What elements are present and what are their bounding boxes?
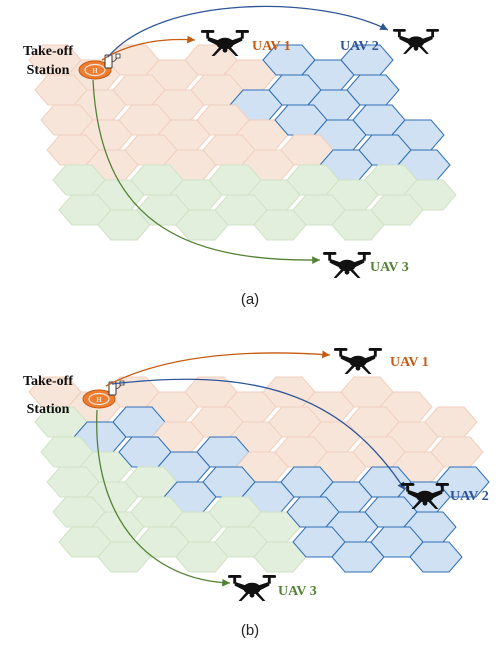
- station-label-line2: Station: [27, 63, 70, 78]
- hex-cell: [430, 436, 484, 468]
- hex-cell: [424, 406, 478, 438]
- panel-a: H Take-off Station UAV 1 UAV 2 UAV 3 (a): [23, 5, 457, 308]
- uav2-label: UAV 2: [340, 39, 379, 54]
- uav3-label: UAV 3: [370, 260, 409, 275]
- hex-cell: [409, 541, 463, 573]
- uav3-label: UAV 3: [278, 584, 317, 599]
- drone-icon: [323, 252, 371, 278]
- hex-grid-b: [28, 376, 490, 573]
- station-label-line2: Station: [27, 402, 70, 417]
- drone-icon: [334, 348, 382, 374]
- hex-grid-a: [28, 44, 457, 241]
- station-label-line1: Take-off: [23, 44, 73, 59]
- panel-b: H Take-off Station UAV 1 UAV 2 UAV 3 (b): [23, 348, 490, 639]
- station-label-line1: Take-off: [23, 374, 73, 389]
- helipad-icon: H: [78, 60, 112, 80]
- helipad-icon: H: [82, 389, 116, 409]
- hex-cell: [346, 74, 400, 106]
- uav3-route-a: [92, 79, 321, 265]
- drone-icon: [228, 575, 276, 601]
- charger-icon: [104, 53, 121, 69]
- hex-cell: [340, 44, 394, 76]
- uav2-route-a: [107, 5, 389, 58]
- uav1-label: UAV 1: [390, 355, 429, 370]
- uav1-label: UAV 1: [252, 39, 291, 54]
- svg-text:H: H: [96, 396, 102, 404]
- svg-text:H: H: [92, 67, 98, 75]
- caption-a: (a): [241, 291, 259, 308]
- hex-cell: [436, 466, 490, 498]
- uav1-route-b: [105, 350, 331, 387]
- drone-icon: [393, 29, 439, 54]
- uav2-label: UAV 2: [450, 489, 489, 504]
- hex-cell: [370, 194, 424, 226]
- uav2-route-b: [111, 378, 406, 491]
- caption-b: (b): [241, 622, 259, 639]
- uav1-route-a: [101, 35, 196, 61]
- uav3-route-b: [96, 409, 231, 587]
